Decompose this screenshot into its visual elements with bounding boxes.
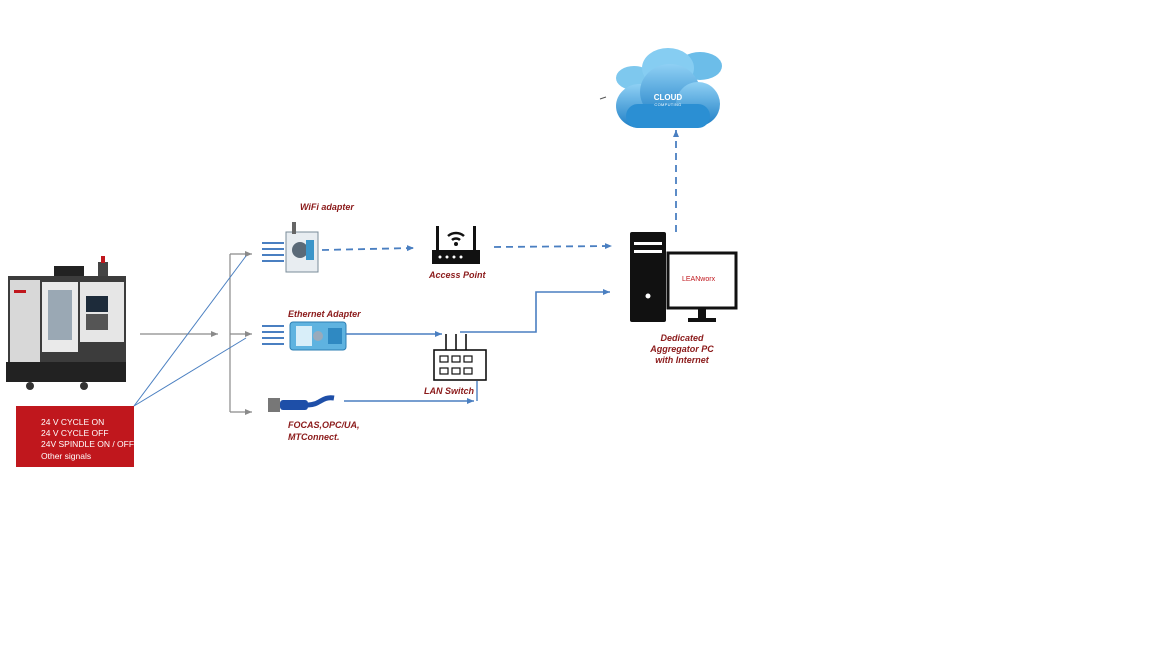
cloud-title: CLOUD xyxy=(653,93,683,102)
leanworx-screen-text: LEANworx xyxy=(682,276,716,283)
wifi-adapter-icon xyxy=(262,222,319,273)
cloud-computing-icon xyxy=(599,48,722,128)
wifi-adapter-label: WiFi adapter xyxy=(300,202,354,212)
signal-item: Other signals xyxy=(41,451,92,461)
ethernet-cable-icon xyxy=(268,395,335,412)
lan-switch-label: LAN Switch xyxy=(424,386,475,396)
ethernet-adapter-label: Ethernet Adapter xyxy=(288,309,361,319)
ethernet-adapter-icon xyxy=(262,321,347,351)
access-point-label: Access Point xyxy=(429,270,486,280)
protocols-label-line1: FOCAS,OPC/UA, xyxy=(288,420,360,430)
signals-box: 24 V CYCLE ON 24 V CYCLE OFF 24V SPINDLE… xyxy=(16,406,134,467)
pc-label-line2: Aggregator PC xyxy=(650,344,714,354)
aggregator-pc-icon xyxy=(630,232,738,322)
pc-label-line3: with Internet xyxy=(655,355,709,365)
protocols-label-line2: MTConnect. xyxy=(288,432,340,442)
connection-lines xyxy=(321,130,679,404)
cloud-text: CLOUD COMPUTING xyxy=(648,93,688,107)
cloud-subtitle: COMPUTING xyxy=(654,102,682,107)
signal-item: 24 V CYCLE OFF xyxy=(41,428,109,438)
cnc-machine-icon xyxy=(6,256,126,390)
access-point-icon xyxy=(432,226,480,264)
pc-label-line1: Dedicated xyxy=(660,333,704,343)
signal-item: 24V SPINDLE ON / OFF xyxy=(41,439,135,449)
lan-switch-icon xyxy=(433,334,487,381)
signal-lines xyxy=(133,251,252,415)
signal-item: 24 V CYCLE ON xyxy=(41,417,105,427)
